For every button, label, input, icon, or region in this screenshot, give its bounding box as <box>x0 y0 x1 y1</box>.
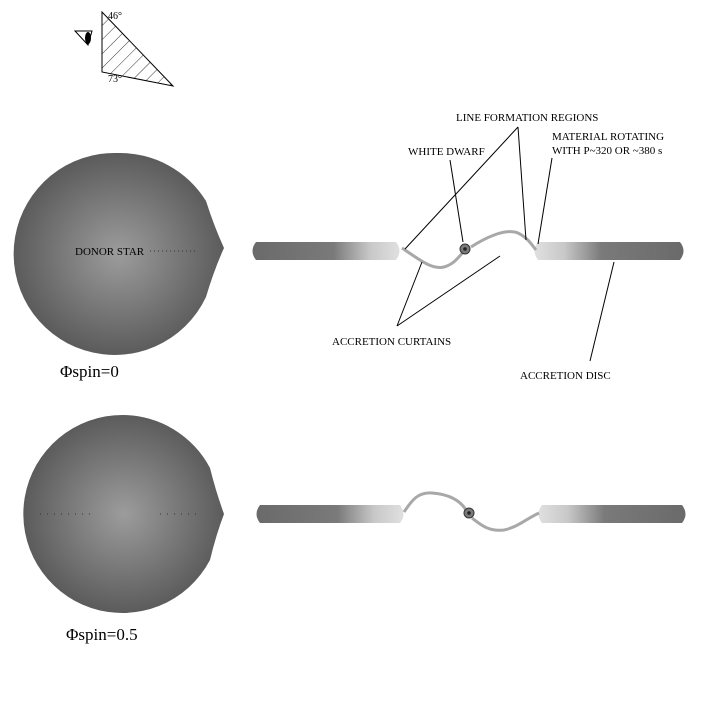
configuration-phase-0: DONOR STAR LINE FORMATION REGIONS WHITE … <box>13 112 684 382</box>
accretion-disc-right <box>534 242 684 260</box>
accretion-curtains-label: ACCRETION CURTAINS <box>332 336 451 348</box>
top-angle-label: 46° <box>108 11 122 22</box>
donor-star-label: DONOR STAR <box>75 246 145 258</box>
white-dwarf-core-phase-05 <box>467 511 471 515</box>
inclination-triangle <box>101 10 175 87</box>
configuration-phase-05: Φspin=0.5 <box>23 414 686 644</box>
leader-line-formation-left <box>404 126 519 250</box>
phase-0-label: Φspin=0 <box>60 362 119 381</box>
white-dwarf-label: WHITE DWARF <box>408 146 485 158</box>
leader-white-dwarf <box>449 159 464 243</box>
accretion-disc-right-phase-05 <box>538 505 686 523</box>
donor-star <box>13 152 224 355</box>
accretion-curtain-right <box>470 230 538 251</box>
leader-curtain-right <box>396 255 501 327</box>
accretion-curtain-left <box>401 246 467 270</box>
leader-material-rotating <box>537 157 553 245</box>
leader-curtain-left <box>396 261 423 327</box>
line-formation-label: LINE FORMATION REGIONS <box>456 112 598 124</box>
accretion-disc-label: ACCRETION DISC <box>520 370 611 382</box>
leader-accretion-disc <box>589 261 615 362</box>
white-dwarf-core <box>463 247 467 251</box>
accretion-disc-left <box>252 242 400 260</box>
accretion-disc-left-phase-05 <box>256 505 404 523</box>
eye-icon <box>73 30 93 46</box>
material-rotating-label-2: WITH P~320 OR ~380 s <box>552 145 662 157</box>
phase-05-label: Φspin=0.5 <box>66 625 138 644</box>
accretion-curtain-left-phase-05 <box>402 491 468 513</box>
inclination-diagram: 46° 73° <box>73 10 175 87</box>
accretion-curtain-right-phase-05 <box>471 511 540 532</box>
material-rotating-label-1: MATERIAL ROTATING <box>552 131 664 143</box>
leader-line-formation-right <box>517 126 527 241</box>
bottom-angle-label: 73° <box>108 74 122 85</box>
donor-star-phase-05 <box>23 414 225 613</box>
